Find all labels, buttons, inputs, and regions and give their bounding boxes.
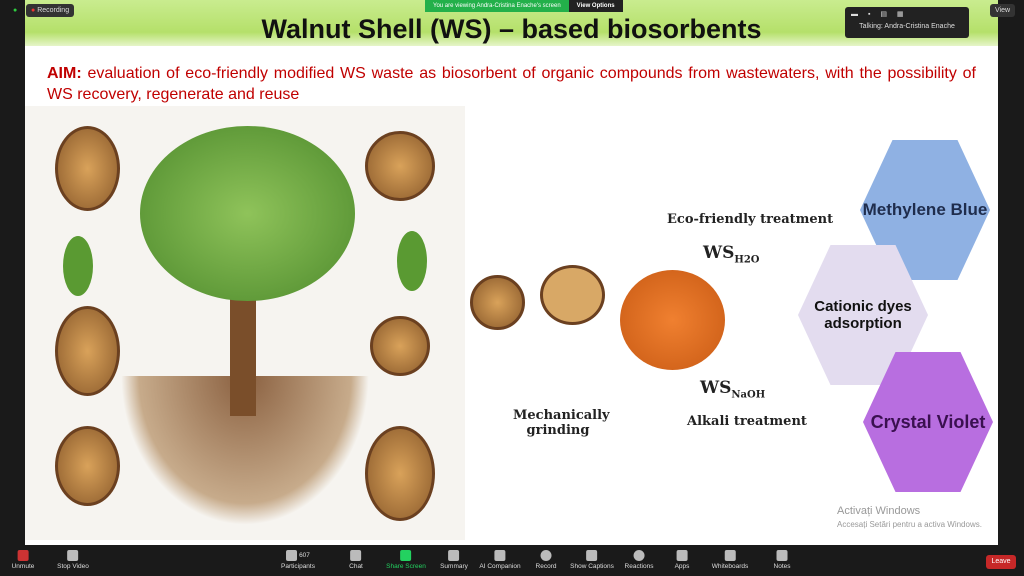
- shared-slide: Walnut Shell (WS) – based biosorbents AI…: [25, 0, 998, 545]
- activate-windows-hint: Accesați Setări pentru a activa Windows.: [837, 520, 982, 529]
- eco-treatment-label: Eco-friendly treatment: [667, 212, 834, 227]
- aim-label: AIM:: [47, 65, 82, 82]
- notes-icon: [776, 550, 788, 561]
- walnut-image: [365, 426, 435, 521]
- record-button[interactable]: Record: [536, 550, 556, 570]
- reactions-button[interactable]: Reactions: [625, 550, 653, 570]
- mic-muted-icon: [17, 550, 29, 561]
- activate-windows-watermark: Activați Windows: [837, 505, 921, 517]
- viewing-banner: You are viewing Andra-Cristina Enache's …: [425, 0, 623, 12]
- emoji-icon: [633, 550, 645, 561]
- ws-h2o-label: WSH2O: [703, 243, 760, 266]
- view-options-button[interactable]: View Options: [568, 0, 623, 12]
- summary-button[interactable]: Summary: [440, 550, 468, 570]
- participants-count: 607: [299, 552, 310, 559]
- alkali-treatment-label: Alkali treatment: [687, 414, 807, 429]
- chat-button[interactable]: Chat: [349, 550, 363, 570]
- recording-label: Recording: [37, 7, 70, 14]
- aim-text: AIM: evaluation of eco-friendly modified…: [47, 63, 976, 105]
- ws-naoh-label: WSNaOH: [700, 378, 766, 401]
- leaf-image: [63, 236, 93, 296]
- walnut-image: [55, 306, 120, 396]
- viewing-text: You are viewing Andra-Cristina Enache's …: [425, 0, 569, 12]
- share-icon: [400, 550, 412, 561]
- apps-button[interactable]: Apps: [675, 550, 689, 570]
- whiteboards-button[interactable]: Whiteboards: [712, 550, 748, 570]
- talking-indicator: Talking: Andra-Cristina Enache: [859, 23, 955, 30]
- walnut-image: [370, 316, 430, 376]
- participants-icon: [286, 550, 298, 561]
- ai-companion-button[interactable]: AI Companion: [479, 550, 521, 570]
- recording-indicator[interactable]: ● Recording: [26, 4, 75, 17]
- canopy-image: [140, 126, 355, 301]
- aim-body: evaluation of eco-friendly modified WS w…: [47, 65, 976, 103]
- grinding-label: Mechanically grinding: [513, 408, 610, 438]
- walnut-tree-illustration: [25, 106, 465, 540]
- shield-icon: ●: [13, 7, 18, 14]
- walnut-image: [540, 265, 605, 325]
- share-screen-button[interactable]: Share Screen: [386, 550, 426, 570]
- walnut-image: [55, 426, 120, 506]
- leave-button[interactable]: Leave: [986, 555, 1016, 569]
- captions-button[interactable]: Show Captions: [570, 550, 614, 570]
- walnut-image: [365, 131, 435, 201]
- cracked-walnut-image: [470, 275, 525, 330]
- crystal-violet-hexagon: Crystal Violet: [863, 352, 993, 492]
- leaf-image: [397, 231, 427, 291]
- record-dot-icon: ●: [31, 7, 38, 14]
- view-layout-icons[interactable]: ▬ ▪ ▤ ▦: [851, 11, 908, 18]
- summary-icon: [448, 550, 460, 561]
- sparkle-icon: [494, 550, 506, 561]
- chat-icon: [350, 550, 362, 561]
- ground-shell-image: [620, 270, 725, 370]
- camera-icon: [67, 550, 79, 561]
- stop-video-button[interactable]: Stop Video: [57, 550, 89, 570]
- view-button[interactable]: View: [990, 4, 1016, 17]
- whiteboard-icon: [724, 550, 736, 561]
- cc-icon: [586, 550, 598, 561]
- walnut-image: [55, 126, 120, 211]
- slide-title: Walnut Shell (WS) – based biosorbents: [261, 14, 762, 44]
- notes-button[interactable]: Notes: [774, 550, 790, 570]
- record-icon: [540, 550, 552, 561]
- apps-icon: [676, 550, 688, 561]
- unmute-button[interactable]: Unmute: [12, 550, 34, 570]
- speaker-panel[interactable]: ▬ ▪ ▤ ▦ Talking: Andra-Cristina Enache: [845, 7, 969, 38]
